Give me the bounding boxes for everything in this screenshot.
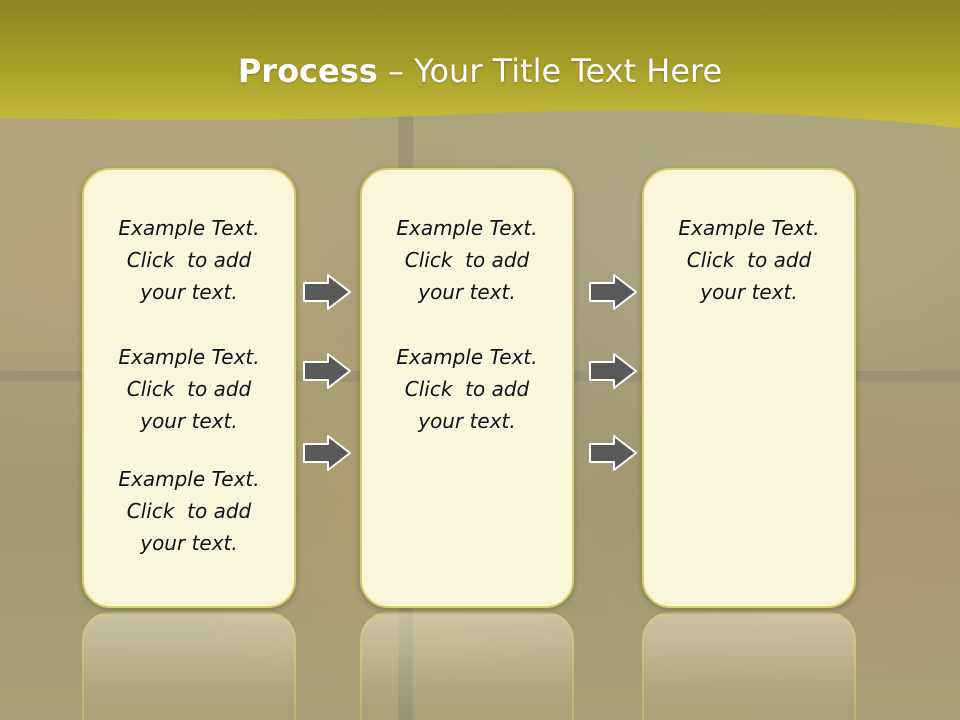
text-line: Example Text.	[678, 216, 820, 240]
text-block[interactable]: Example Text. Click to add your text.	[362, 212, 572, 308]
box-reflection	[642, 612, 856, 720]
right-arrow-icon	[303, 435, 351, 471]
text-line: Click to add	[404, 248, 530, 272]
right-arrow-icon	[589, 435, 637, 471]
process-box-1[interactable]: Example Text. Click to add your text. Ex…	[82, 168, 296, 608]
right-arrow-icon	[589, 353, 637, 389]
text-line: Example Text.	[118, 216, 260, 240]
text-block[interactable]: Example Text. Click to add your text.	[362, 341, 572, 437]
text-line: your text.	[140, 409, 238, 433]
right-arrow-icon	[303, 353, 351, 389]
title-keyword: Process	[237, 52, 378, 90]
text-block[interactable]: Example Text. Click to add your text.	[84, 341, 294, 437]
text-block[interactable]: Example Text. Click to add your text.	[84, 463, 294, 559]
process-box-2[interactable]: Example Text. Click to add your text. Ex…	[360, 168, 574, 608]
text-line: Click to add	[686, 248, 812, 272]
text-block[interactable]: Example Text. Click to add your text.	[84, 212, 294, 308]
header-band	[0, 0, 960, 128]
right-arrow-icon	[303, 274, 351, 310]
text-line: your text.	[418, 280, 516, 304]
text-line: your text.	[700, 280, 798, 304]
text-line: Click to add	[126, 377, 252, 401]
text-line: your text.	[140, 531, 238, 555]
text-line: Click to add	[126, 248, 252, 272]
title-text: Your Title Text Here	[414, 52, 723, 90]
slide-title[interactable]: Process – Your Title Text Here	[0, 52, 960, 90]
title-separator: –	[377, 52, 415, 90]
text-line: Click to add	[126, 499, 252, 523]
text-line: Example Text.	[118, 345, 260, 369]
text-line: your text.	[418, 409, 516, 433]
text-line: Example Text.	[396, 345, 538, 369]
box-reflection	[82, 612, 296, 720]
right-arrow-icon	[589, 274, 637, 310]
text-line: Example Text.	[118, 467, 260, 491]
process-box-3[interactable]: Example Text. Click to add your text.	[642, 168, 856, 608]
box-reflection	[360, 612, 574, 720]
text-line: your text.	[140, 280, 238, 304]
text-block[interactable]: Example Text. Click to add your text.	[644, 212, 854, 308]
text-line: Click to add	[404, 377, 530, 401]
text-line: Example Text.	[396, 216, 538, 240]
